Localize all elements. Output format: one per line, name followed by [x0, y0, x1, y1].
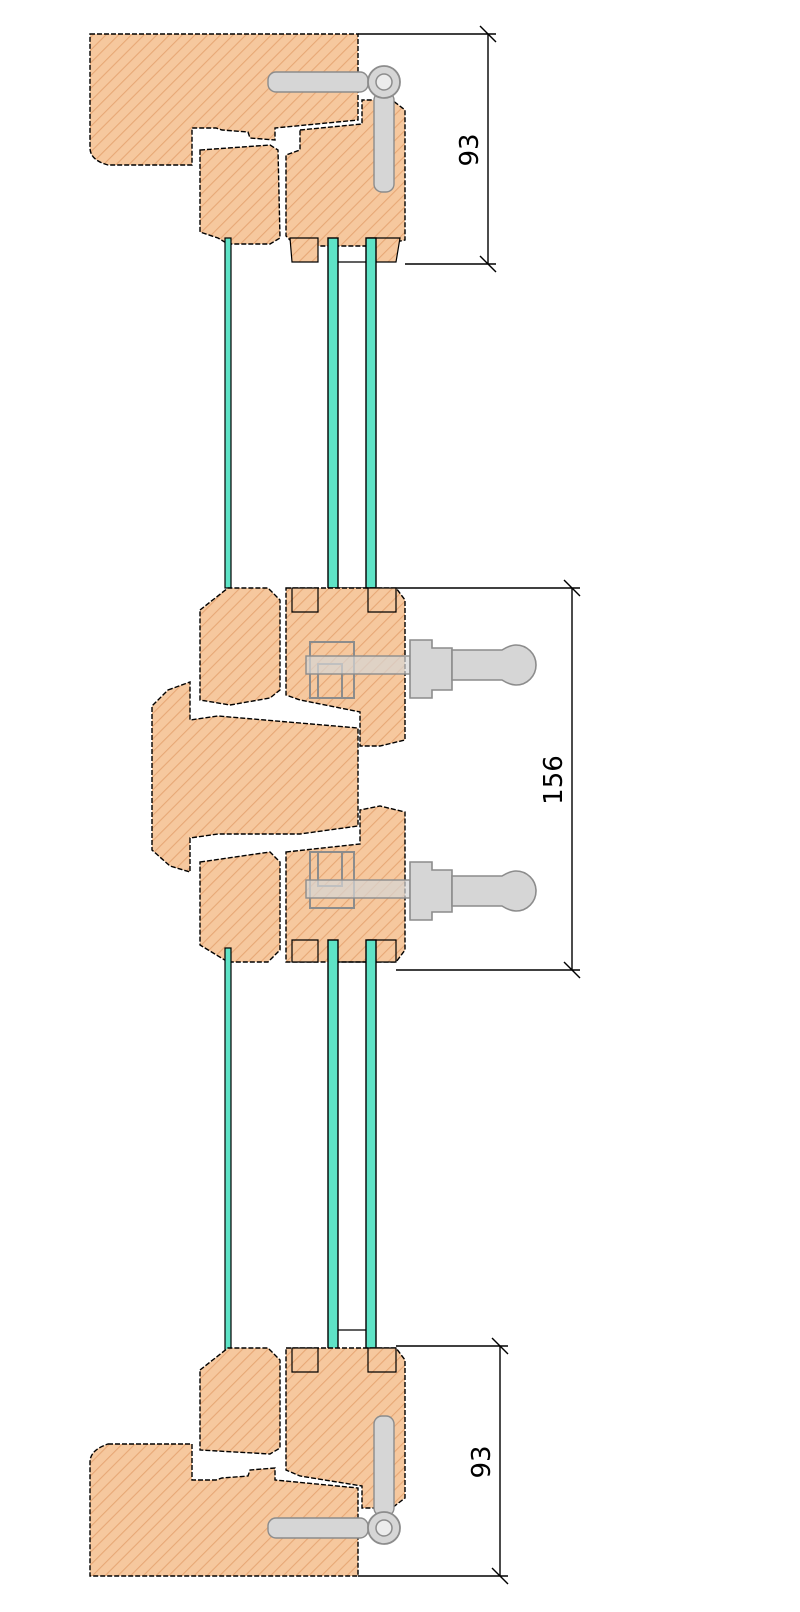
dim-bot-tick-2 — [491, 1567, 509, 1585]
dim-middle-label: 156 — [539, 755, 569, 805]
top-frame-assembly — [89, 33, 406, 263]
lower-double-glass-b — [365, 939, 377, 1354]
top-inner-sash — [199, 144, 281, 245]
dimension-middle — [396, 579, 581, 979]
top-bead-left — [289, 237, 319, 263]
upper-double-glass-b — [365, 237, 377, 589]
mullion-bead-lower-left — [291, 939, 319, 963]
bottom-lever-vertical — [373, 1415, 395, 1517]
dim-top-tick-2 — [479, 255, 497, 273]
dimension-bottom — [358, 1337, 509, 1585]
upper-lock-rod — [305, 655, 411, 675]
bottom-bead-left — [291, 1347, 319, 1373]
lower-espagnolette-mechanism — [305, 851, 537, 921]
bottom-bead-right — [367, 1347, 397, 1373]
upper-handle-body — [409, 639, 453, 699]
top-lever-horizontal — [267, 71, 369, 93]
dim-mid-tick-2 — [563, 961, 581, 979]
lower-handle-grip — [451, 870, 537, 912]
bottom-inner-sash — [199, 1347, 281, 1455]
top-lever-vertical — [373, 91, 395, 193]
bottom-lever-horizontal — [267, 1517, 369, 1539]
dimension-top — [358, 25, 497, 273]
lower-lock-rod — [305, 879, 411, 899]
bottom-lever-pivot-inner — [375, 1519, 393, 1537]
upper-glazing — [224, 237, 377, 589]
lower-double-glass-a — [327, 939, 339, 1354]
middle-mullion-assembly — [151, 587, 537, 963]
upper-double-glass-a — [327, 237, 339, 589]
mullion-center-post — [151, 681, 359, 873]
upper-espagnolette-mechanism — [305, 639, 537, 699]
mullion-lower-inner-sash — [199, 851, 281, 963]
upper-handle-grip — [451, 644, 537, 686]
dim-mid-tick-1 — [563, 579, 581, 597]
top-lever-pivot-inner — [375, 73, 393, 91]
bottom-frame-assembly — [89, 1347, 406, 1577]
dim-bottom-label: 93 — [467, 1445, 497, 1478]
mullion-upper-inner-sash — [199, 587, 281, 706]
top-outer-frame — [89, 33, 359, 166]
mullion-bead-upper-left — [291, 587, 319, 613]
lower-glazing — [224, 939, 377, 1354]
dim-top-label: 93 — [455, 133, 485, 166]
dim-bot-tick-1 — [491, 1337, 509, 1355]
dim-top-tick-1 — [479, 25, 497, 43]
lower-handle-body — [409, 861, 453, 921]
upper-single-glass — [224, 237, 232, 589]
mullion-bead-upper-right — [367, 587, 397, 613]
lower-single-glass — [224, 947, 232, 1354]
bottom-outer-frame — [89, 1443, 359, 1577]
